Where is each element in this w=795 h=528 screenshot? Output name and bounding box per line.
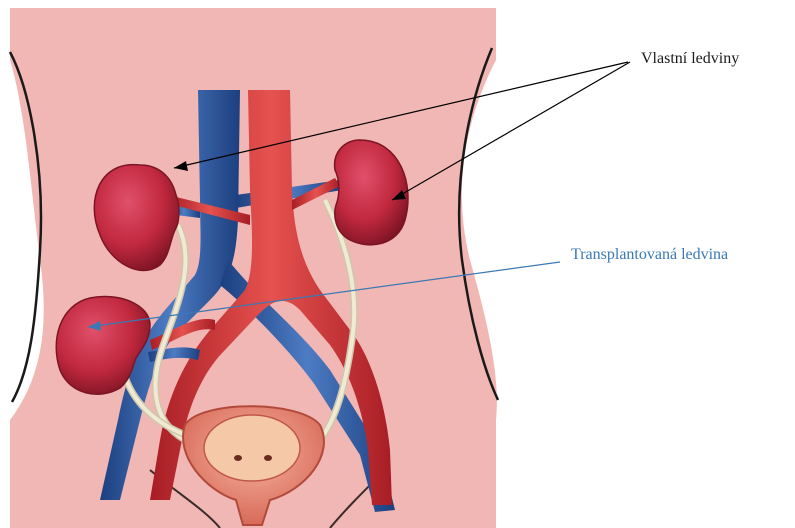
bladder-interior xyxy=(204,415,300,481)
bladder-orifice-left xyxy=(234,455,242,461)
bladder-orifice-right xyxy=(264,455,272,461)
label-native-kidneys: Vlastní ledviny xyxy=(641,50,739,68)
label-transplanted-kidney: Transplantovaná ledvina xyxy=(571,246,728,264)
